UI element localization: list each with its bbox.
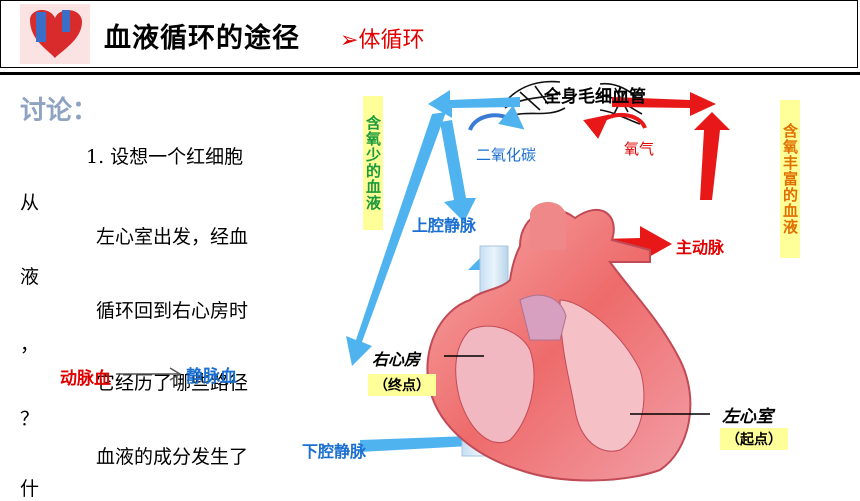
page-subtitle: ➢体循环 xyxy=(340,22,424,54)
question-line-1: 1. 设想一个红细胞 xyxy=(86,146,244,168)
inferior-vena-cava-label: 下腔静脉 xyxy=(302,442,367,461)
superior-vena-cava-label: 上腔静脉 xyxy=(412,216,477,235)
question-line-5: 循环回到右心房时 xyxy=(96,300,249,322)
question-line-10: 什 xyxy=(20,478,40,500)
co2-arrow xyxy=(468,105,525,131)
arterial-blood-label: 动脉血 xyxy=(60,369,111,389)
o2-label: 氧气 xyxy=(624,140,655,158)
heart-logo-icon xyxy=(20,4,90,64)
header-bar xyxy=(0,0,858,68)
question-line-7: 它经历了哪些路径 xyxy=(96,372,249,394)
oxygenated-blood-label: 含氧丰富的血液 xyxy=(780,100,800,258)
capillaries-label: 全身毛细血管 xyxy=(544,87,646,107)
aorta-label: 主动脉 xyxy=(676,238,725,257)
question-line-6: ， xyxy=(20,334,40,356)
co2-label: 二氧化碳 xyxy=(476,146,537,164)
question-line-9: 血液的成分发生了 xyxy=(96,446,249,468)
question-line-4: 液 xyxy=(20,266,40,288)
question-line-8: ？ xyxy=(20,408,40,430)
venous-blood-label: 静脉血 xyxy=(186,367,237,387)
header-divider xyxy=(0,72,860,75)
discussion-heading: 讨论： xyxy=(20,96,99,126)
question-line-2: 从 xyxy=(20,192,40,214)
diagram-graphics xyxy=(20,4,730,482)
deoxygenated-blood-label: 含氧少的血液 xyxy=(363,96,383,230)
left-ventricle-label: 左心室 xyxy=(722,407,773,427)
right-atrium-label: 右心房 xyxy=(372,350,421,369)
arrow-bullet-icon: ➢ xyxy=(340,28,359,53)
left-ventricle-start-tag: （起点） xyxy=(720,428,788,450)
o2-arrow xyxy=(583,112,647,139)
subtitle-text: 体循环 xyxy=(358,28,425,53)
right-atrium-end-tag: （终点） xyxy=(368,374,436,396)
question-line-3: 左心室出发，经血 xyxy=(96,226,249,248)
page-title: 血液循环的途径 xyxy=(104,23,300,54)
